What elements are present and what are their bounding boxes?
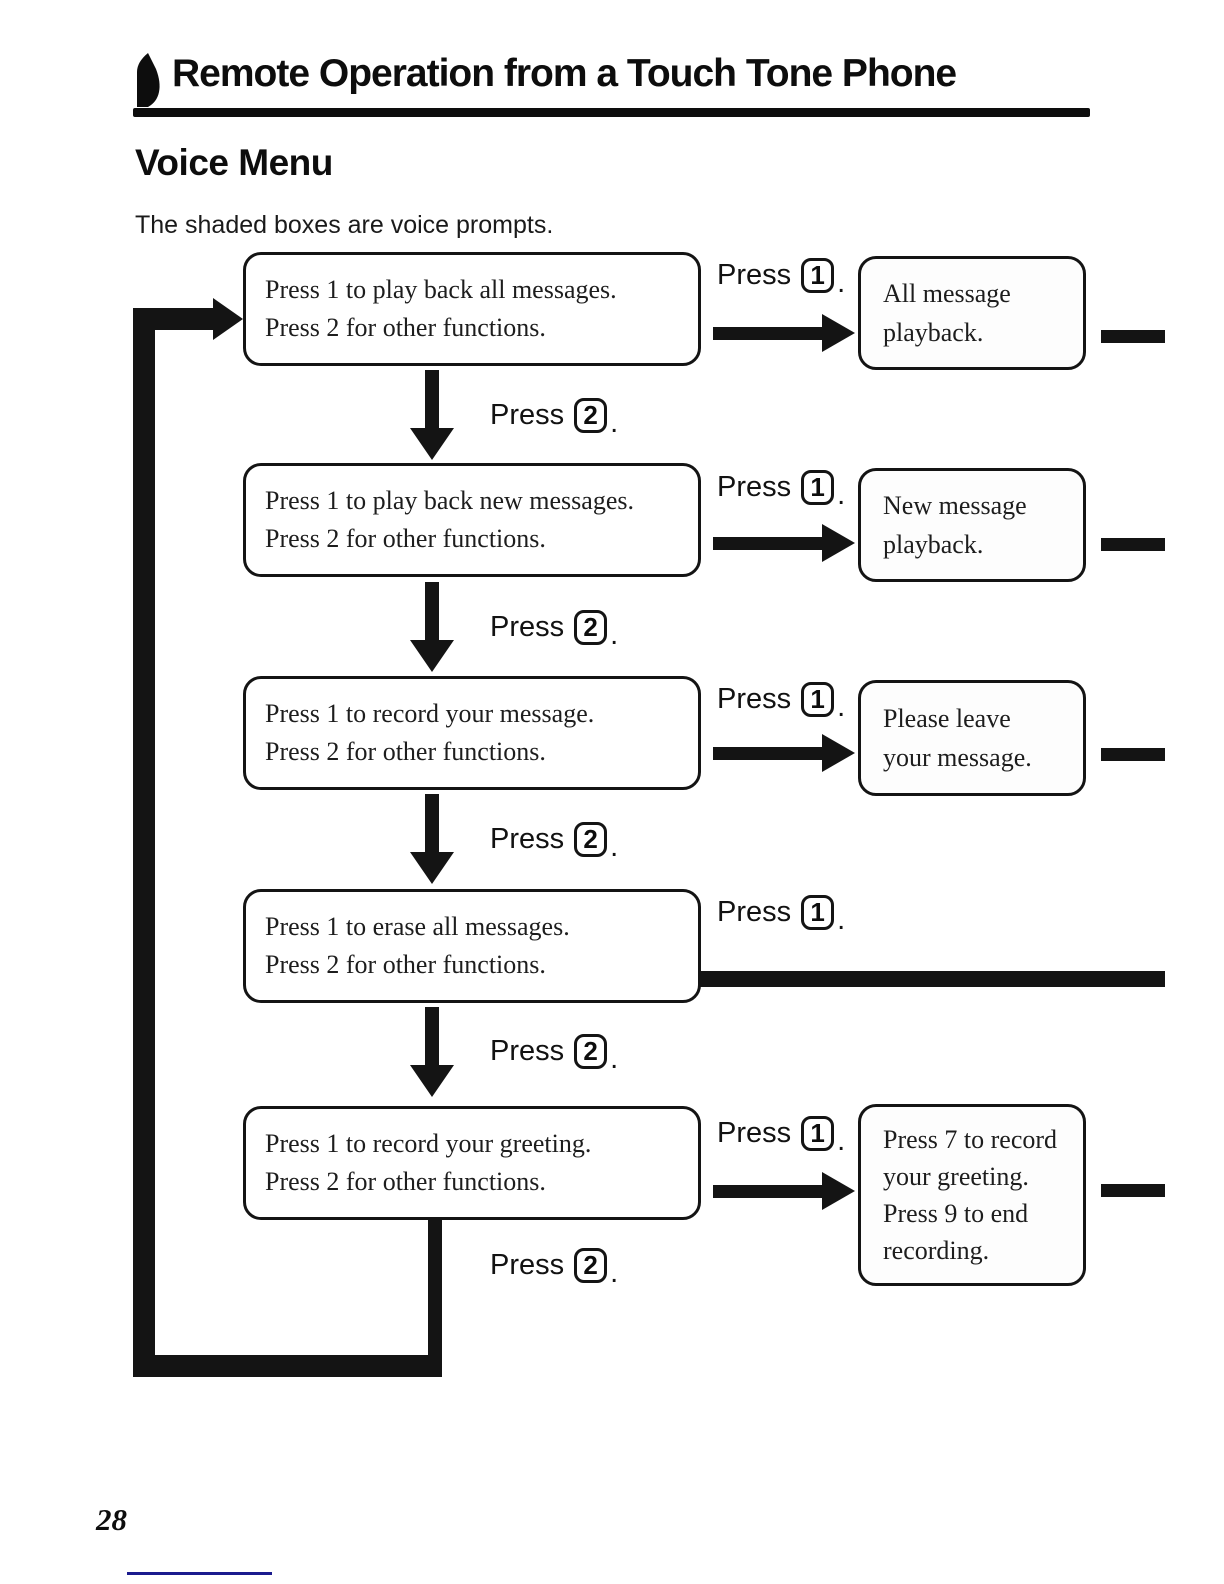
period: . bbox=[610, 1043, 619, 1075]
press-word: Press bbox=[717, 683, 792, 715]
menu-line: Press 1 to play back new messages. bbox=[265, 486, 634, 515]
menu-line: Press 2 for other functions. bbox=[265, 313, 546, 342]
key-1-icon: 1 bbox=[801, 258, 835, 293]
period: . bbox=[610, 831, 619, 863]
press-2-label: Press 2 . bbox=[490, 1248, 619, 1289]
key-2-icon: 2 bbox=[574, 610, 608, 645]
key-2-icon: 2 bbox=[574, 398, 608, 433]
menu-box-erase-all: Press 1 to erase all messages. Press 2 f… bbox=[243, 889, 701, 1003]
loop-line-top-arm bbox=[133, 308, 215, 330]
prompt-line: your message. bbox=[883, 742, 1032, 772]
press-word: Press bbox=[490, 611, 565, 643]
press-1-label: Press 1 . bbox=[717, 1116, 846, 1157]
section-bullet-icon bbox=[137, 53, 160, 107]
prompt-line: New message bbox=[883, 490, 1027, 520]
period: . bbox=[837, 1125, 846, 1157]
menu-line: Press 1 to play back all messages. bbox=[265, 275, 617, 304]
connector-dash bbox=[1101, 1184, 1165, 1197]
prompt-line: your greeting. bbox=[883, 1161, 1029, 1191]
menu-box-record-greeting: Press 1 to record your greeting. Press 2… bbox=[243, 1106, 701, 1220]
press-word: Press bbox=[490, 399, 565, 431]
prompt-line: Press 9 to end bbox=[883, 1198, 1029, 1228]
press-word: Press bbox=[490, 1035, 565, 1067]
menu-line: Press 1 to erase all messages. bbox=[265, 912, 570, 941]
page-title: Remote Operation from a Touch Tone Phone bbox=[172, 52, 957, 95]
menu-box-play-all: Press 1 to play back all messages. Press… bbox=[243, 252, 701, 366]
menu-line: Press 2 for other functions. bbox=[265, 1167, 546, 1196]
connector-dash bbox=[1101, 748, 1165, 761]
right-arrow-icon bbox=[713, 524, 855, 562]
down-arrow-icon bbox=[410, 1007, 454, 1097]
title-underline bbox=[133, 108, 1090, 117]
period: . bbox=[610, 619, 619, 651]
page-number: 28 bbox=[96, 1502, 127, 1537]
menu-line: Press 2 for other functions. bbox=[265, 950, 546, 979]
key-2-icon: 2 bbox=[574, 1248, 608, 1283]
menu-box-play-new: Press 1 to play back new messages. Press… bbox=[243, 463, 701, 577]
prompt-line: playback. bbox=[883, 529, 984, 559]
menu-line: Press 2 for other functions. bbox=[265, 524, 546, 553]
voice-prompt-box-new-playback: New message playback. bbox=[858, 468, 1086, 582]
prompt-line: All message bbox=[883, 278, 1011, 308]
press-word: Press bbox=[717, 471, 792, 503]
voice-prompt-box-record-greeting: Press 7 to record your greeting. Press 9… bbox=[858, 1104, 1086, 1286]
right-arrow-icon bbox=[713, 314, 855, 352]
right-arrow-icon bbox=[713, 1172, 855, 1210]
press-1-label: Press 1 . bbox=[717, 470, 846, 511]
press-2-label: Press 2 . bbox=[490, 398, 619, 439]
key-2-icon: 2 bbox=[574, 1034, 608, 1069]
prompt-line: playback. bbox=[883, 317, 984, 347]
press-word: Press bbox=[717, 259, 792, 291]
intro-text: The shaded boxes are voice prompts. bbox=[135, 211, 554, 239]
key-1-icon: 1 bbox=[801, 470, 835, 505]
key-1-icon: 1 bbox=[801, 895, 835, 930]
period: . bbox=[837, 904, 846, 936]
press-word: Press bbox=[717, 896, 792, 928]
press-1-label: Press 1 . bbox=[717, 258, 846, 299]
down-arrow-icon bbox=[410, 370, 454, 460]
period: . bbox=[610, 407, 619, 439]
prompt-line: recording. bbox=[883, 1235, 990, 1265]
menu-line: Press 1 to record your message. bbox=[265, 699, 595, 728]
key-2-icon: 2 bbox=[574, 822, 608, 857]
prompt-line: Please leave bbox=[883, 703, 1011, 733]
menu-line: Press 2 for other functions. bbox=[265, 737, 546, 766]
loop-line-left bbox=[133, 308, 155, 1377]
menu-line: Press 1 to record your greeting. bbox=[265, 1129, 592, 1158]
voice-prompt-box-all-playback: All message playback. bbox=[858, 256, 1086, 370]
press-word: Press bbox=[717, 1117, 792, 1149]
press-2-label: Press 2 . bbox=[490, 610, 619, 651]
press-1-label: Press 1 . bbox=[717, 895, 846, 936]
menu-box-record-message: Press 1 to record your message. Press 2 … bbox=[243, 676, 701, 790]
press-word: Press bbox=[490, 823, 565, 855]
down-arrow-icon bbox=[410, 794, 454, 884]
loop-arrowhead-icon bbox=[213, 298, 243, 340]
connector-dash bbox=[1101, 330, 1165, 343]
right-arrow-icon bbox=[713, 734, 855, 772]
press-word: Press bbox=[490, 1249, 565, 1281]
voice-prompt-box-leave-message: Please leave your message. bbox=[858, 680, 1086, 796]
loop-line-bottom bbox=[133, 1355, 442, 1377]
down-arrow-icon bbox=[410, 582, 454, 672]
connector-dash bbox=[1101, 538, 1165, 551]
period: . bbox=[837, 267, 846, 299]
prompt-line: Press 7 to record bbox=[883, 1124, 1058, 1154]
press-2-label: Press 2 . bbox=[490, 1034, 619, 1075]
loop-descender-line bbox=[428, 1220, 442, 1370]
press-1-label: Press 1 . bbox=[717, 682, 846, 723]
key-1-icon: 1 bbox=[801, 1116, 835, 1151]
press-2-label: Press 2 . bbox=[490, 822, 619, 863]
period: . bbox=[837, 691, 846, 723]
footer-rule bbox=[127, 1572, 272, 1575]
section-title: Voice Menu bbox=[135, 142, 333, 183]
period: . bbox=[837, 479, 846, 511]
connector-long-bar bbox=[700, 971, 1165, 987]
key-1-icon: 1 bbox=[801, 682, 835, 717]
period: . bbox=[610, 1257, 619, 1289]
